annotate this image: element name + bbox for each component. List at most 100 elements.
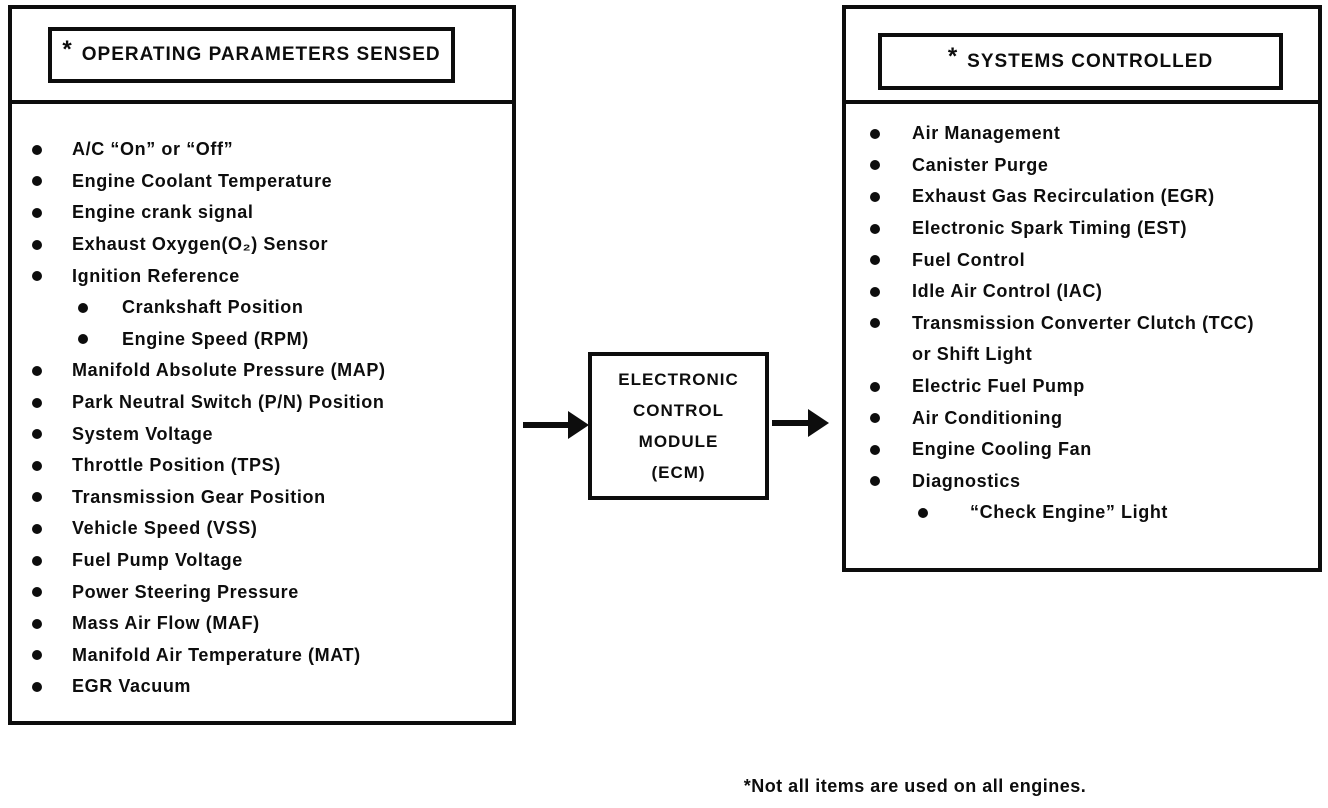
arrow-right-icon (568, 411, 589, 439)
input-arrow-shaft (523, 422, 570, 428)
list-item-label: Idle Air Control (IAC) (912, 281, 1103, 302)
bullet-icon (918, 507, 928, 518)
list-item: Idle Air Control (IAC) (846, 276, 1318, 308)
list-item: Transmission Converter Clutch (TCC) (846, 308, 1318, 340)
ecm-box: ELECTRONIC CONTROL MODULE (ECM) (588, 352, 769, 500)
operating-parameters-panel: * OPERATING PARAMETERS SENSED A/C “On” o… (8, 5, 516, 725)
list-item-label: or Shift Light (912, 344, 1033, 365)
bullet-icon (870, 223, 880, 234)
operating-parameters-header: * OPERATING PARAMETERS SENSED (12, 9, 512, 104)
bullet-icon (870, 413, 880, 424)
bullet-icon (32, 618, 42, 629)
list-item: Electric Fuel Pump (846, 371, 1318, 403)
bullet-icon (78, 302, 88, 313)
list-item-label: Vehicle Speed (VSS) (72, 518, 258, 539)
asterisk-icon: * (62, 36, 73, 63)
bullet-icon (870, 191, 880, 202)
bullet-icon (78, 334, 88, 345)
list-item: Engine Speed (RPM) (12, 324, 512, 356)
list-item-label: A/C “On” or “Off” (72, 139, 234, 160)
list-item: EGR Vacuum (12, 671, 512, 703)
bullet-icon (32, 492, 42, 503)
list-item-label: Engine Coolant Temperature (72, 170, 333, 191)
bullet-icon (32, 365, 42, 376)
bullet-icon (32, 523, 42, 534)
bullet-icon (32, 681, 42, 692)
bullet-icon (32, 176, 42, 187)
list-item-label: System Voltage (72, 423, 214, 444)
list-item: Crankshaft Position (12, 292, 512, 324)
list-item: Throttle Position (TPS) (12, 450, 512, 482)
bullet-icon (32, 271, 42, 282)
list-item: Manifold Air Temperature (MAT) (12, 640, 512, 672)
operating-parameters-title-box: * OPERATING PARAMETERS SENSED (48, 27, 455, 83)
bullet-icon (32, 429, 42, 440)
list-item-label: Electronic Spark Timing (EST) (912, 218, 1188, 239)
list-item-label: Fuel Pump Voltage (72, 550, 243, 571)
bullet-icon (870, 128, 880, 139)
bullet-icon (32, 650, 42, 661)
operating-parameters-title: OPERATING PARAMETERS SENSED (81, 44, 441, 65)
list-item: Transmission Gear Position (12, 482, 512, 514)
list-item-label: Electric Fuel Pump (912, 376, 1085, 397)
bullet-icon (870, 476, 880, 487)
list-item: Diagnostics (846, 466, 1318, 498)
list-item: Engine Coolant Temperature (12, 166, 512, 198)
list-item: Manifold Absolute Pressure (MAP) (12, 355, 512, 387)
list-item-label: Fuel Control (912, 249, 1026, 270)
list-item-label: Engine Speed (RPM) (122, 328, 309, 349)
list-item: Exhaust Gas Recirculation (EGR) (846, 181, 1318, 213)
list-item: Exhaust Oxygen(O₂) Sensor (12, 229, 512, 261)
list-item-label: Exhaust Gas Recirculation (EGR) (912, 186, 1215, 207)
bullet-icon (32, 207, 42, 218)
list-item: Power Steering Pressure (12, 576, 512, 608)
list-item-label: Engine crank signal (72, 202, 254, 223)
operating-parameters-list: A/C “On” or “Off” Engine Coolant Temperat… (12, 104, 512, 703)
list-item: Mass Air Flow (MAF) (12, 608, 512, 640)
systems-controlled-header: * SYSTEMS CONTROLLED (846, 9, 1318, 104)
footnote: *Not all items are used on all engines. (743, 776, 1087, 796)
bullet-icon (32, 397, 42, 408)
systems-controlled-title: SYSTEMS CONTROLLED (967, 50, 1214, 72)
list-item: Fuel Pump Voltage (12, 545, 512, 577)
arrow-right-icon (808, 409, 829, 437)
list-item-label: “Check Engine” Light (970, 502, 1169, 523)
list-item-label: Air Management (912, 123, 1061, 144)
bullet-icon (870, 286, 880, 297)
list-item-label: Canister Purge (912, 154, 1049, 175)
bullet-icon (870, 318, 880, 329)
list-item: Engine Cooling Fan (846, 434, 1318, 466)
bullet-icon (32, 144, 42, 155)
list-item: Park Neutral Switch (P/N) Position (12, 387, 512, 419)
list-item-label: EGR Vacuum (72, 676, 192, 697)
bullet-icon (32, 460, 42, 471)
list-item-label: Power Steering Pressure (72, 581, 299, 602)
output-arrow-shaft (772, 420, 810, 426)
list-item-label: Park Neutral Switch (P/N) Position (72, 392, 385, 413)
list-item-label: Transmission Gear Position (72, 486, 326, 507)
bullet-icon (32, 555, 42, 566)
list-item: Electronic Spark Timing (EST) (846, 213, 1318, 245)
ecm-line-1: ELECTRONIC (618, 370, 739, 389)
list-item: Canister Purge (846, 150, 1318, 182)
list-item-label: Ignition Reference (72, 265, 240, 286)
asterisk-icon: * (947, 42, 959, 70)
list-item: “Check Engine” Light (846, 497, 1318, 529)
list-item-label: Engine Cooling Fan (912, 439, 1092, 460)
ecm-line-3: MODULE (638, 432, 719, 451)
list-item: Engine crank signal (12, 197, 512, 229)
bullet-icon (870, 255, 880, 266)
bullet-icon (870, 381, 880, 392)
list-item-label: Exhaust Oxygen(O₂) Sensor (72, 234, 329, 255)
list-item-label: Air Conditioning (912, 407, 1063, 428)
list-item-label: Diagnostics (912, 470, 1021, 491)
bullet-icon (870, 444, 880, 455)
list-item: Air Management (846, 118, 1318, 150)
bullet-icon (870, 160, 880, 171)
list-item: Ignition Reference (12, 260, 512, 292)
bullet-icon (32, 587, 42, 598)
list-item: or Shift Light (846, 339, 1318, 371)
ecm-line-4: (ECM) (651, 463, 706, 482)
